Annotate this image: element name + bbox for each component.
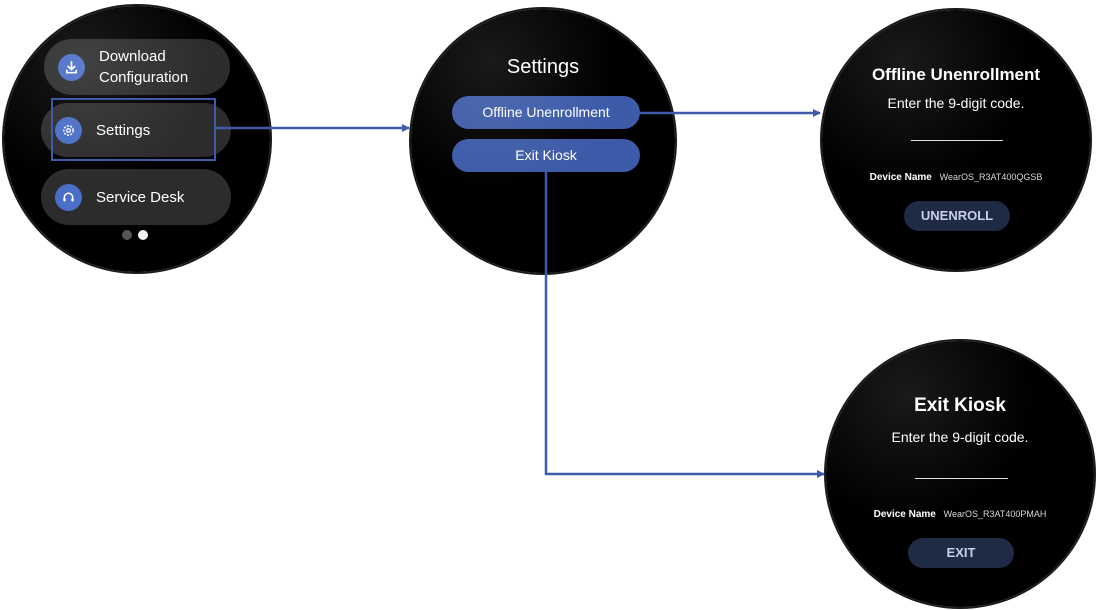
code-input-line[interactable] bbox=[915, 478, 1008, 479]
device-name-label: Device Name bbox=[873, 509, 936, 520]
tile-settings[interactable]: Settings bbox=[41, 103, 231, 157]
tile-service-desk[interactable]: Service Desk bbox=[41, 169, 231, 225]
device-name-row: Device Name WearOS_R3AT400PMAH bbox=[826, 509, 1094, 520]
dialog-prompt: Enter the 9-digit code. bbox=[887, 95, 1025, 111]
page-title: Settings bbox=[506, 56, 580, 78]
page-dot bbox=[122, 230, 132, 240]
tile-download-configuration[interactable]: Download Configuration bbox=[44, 39, 230, 95]
exit-kiosk-button[interactable]: Exit Kiosk bbox=[452, 139, 640, 172]
tile-label: Download Configuration bbox=[99, 48, 189, 86]
tile-label: Service Desk bbox=[96, 188, 185, 206]
offline-unenrollment-watch: Offline Unenrollment Enter the 9-digit c… bbox=[822, 10, 1090, 270]
device-name-label: Device Name bbox=[869, 172, 932, 183]
dialog-prompt: Enter the 9-digit code. bbox=[891, 429, 1029, 445]
device-name-value: WearOS_R3AT400PMAH bbox=[943, 509, 1047, 519]
settings-highlight-box bbox=[51, 98, 216, 161]
code-input-line[interactable] bbox=[911, 140, 1003, 141]
dialog-title: Exit Kiosk bbox=[914, 395, 1006, 416]
exit-button[interactable]: EXIT bbox=[908, 538, 1014, 568]
download-icon bbox=[58, 53, 85, 81]
page-indicator bbox=[122, 230, 148, 240]
exit-kiosk-watch: Exit Kiosk Enter the 9-digit code. Devic… bbox=[826, 341, 1094, 607]
dialog-title: Offline Unenrollment bbox=[871, 65, 1041, 84]
tile-label: Settings bbox=[96, 121, 151, 139]
page-dot-active bbox=[138, 230, 148, 240]
settings-watch: Settings Offline Unenrollment Exit Kiosk bbox=[411, 9, 675, 273]
offline-unenrollment-button[interactable]: Offline Unenrollment bbox=[452, 96, 640, 129]
gear-icon bbox=[55, 116, 82, 144]
device-name-row: Device Name WearOS_R3AT400QGSB bbox=[822, 172, 1090, 183]
home-watch: Download Configuration Settings Service … bbox=[4, 6, 270, 272]
unenroll-button[interactable]: UNENROLL bbox=[904, 201, 1010, 231]
headset-icon bbox=[55, 183, 82, 211]
device-name-value: WearOS_R3AT400QGSB bbox=[939, 172, 1043, 182]
